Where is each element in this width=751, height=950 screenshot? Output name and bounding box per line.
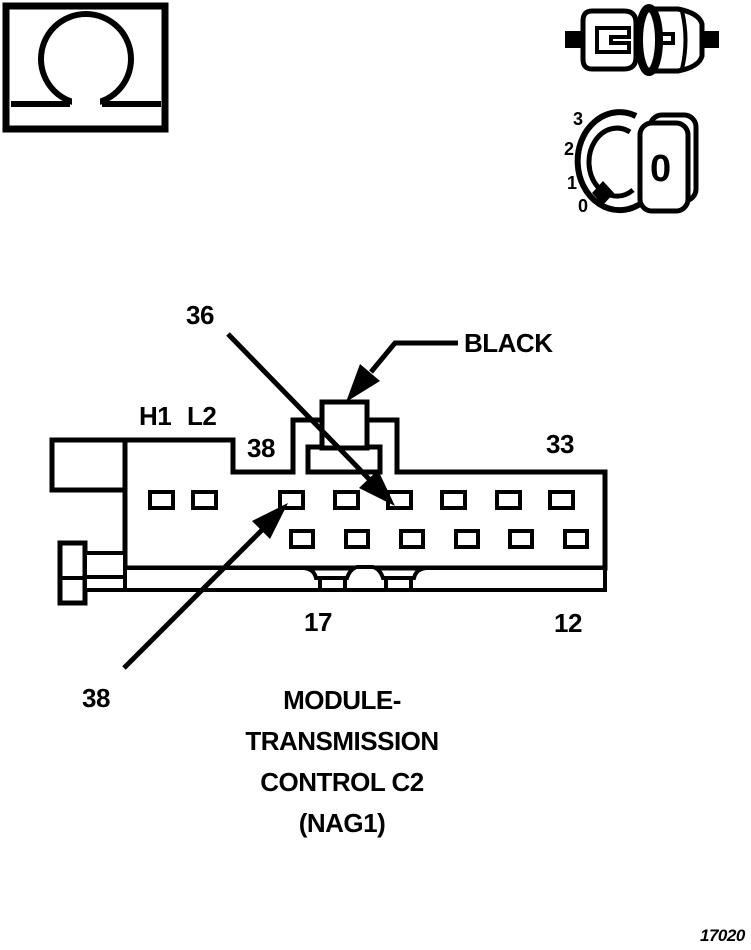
connector-color-label: BLACK [464,328,553,358]
pin-callout-36-label: 36 [186,300,214,330]
connector-pin [148,490,175,510]
wire-stub-left [565,31,585,48]
dial-indicator-icon [574,109,699,214]
female-terminal-ring [635,4,663,76]
connector-pin [454,529,480,549]
dial-scale-0: 0 [578,196,588,216]
connector-pin [508,529,534,549]
dial-ring-inner [586,125,635,199]
dial-block-front [637,120,691,214]
callout-arrow-38 [122,503,288,670]
terminal-pair-icon [565,4,719,76]
connector-pin [495,490,522,510]
connector-pin [289,529,315,549]
connector-title-line: (NAG1) [298,808,386,838]
connector-pin [278,490,305,510]
corner-label-17: 17 [304,607,332,637]
callout-arrows [122,332,458,670]
pin-callout-38-label: 38 [82,683,110,713]
latch-arm-lower [83,575,127,592]
connector-pin [191,490,218,510]
connector-pin [548,490,575,510]
connector-bottom-rail [123,565,607,592]
female-terminal-seam [680,10,688,70]
connector-pin [333,490,360,510]
female-terminal-body [646,6,705,74]
dial-scale-3: 3 [573,109,583,129]
callout-leader-black [346,340,458,402]
corner-label-38: 38 [247,433,275,463]
connector-title-line: MODULE- [283,685,401,715]
connector-title: MODULE- TRANSMISSION CONTROL C2 (NAG1) [192,680,492,844]
connector-pin [344,529,370,549]
connector-pin [440,490,467,510]
dial-scale-1: 1 [567,173,577,193]
omega-resistance-symbol-icon [2,2,169,133]
dial-pointer [592,181,614,205]
corner-label-33: 33 [546,429,574,459]
connector-left-block [49,437,128,493]
male-terminal-slot [595,26,631,54]
latch-arm-upper [83,551,127,579]
rail-notches [318,578,413,589]
latch-bar [57,540,88,606]
wire-stub-right [702,31,719,48]
connector-title-line: CONTROL C2 [260,767,424,797]
aux-label-h1: H1 [139,401,172,431]
connector-pin [563,529,589,549]
aux-label-l2: L2 [187,401,217,431]
connector-body [49,399,608,606]
figure-number: 17020 [700,926,745,945]
connector-pin [399,529,425,549]
connector-title-line: TRANSMISSION [245,726,439,756]
dial-scale-2: 2 [564,139,574,159]
callout-arrow-36 [226,332,395,506]
corner-label-12: 12 [554,608,582,638]
dial-ring-outer [574,109,642,214]
dial-face-label: 0 [650,148,672,190]
